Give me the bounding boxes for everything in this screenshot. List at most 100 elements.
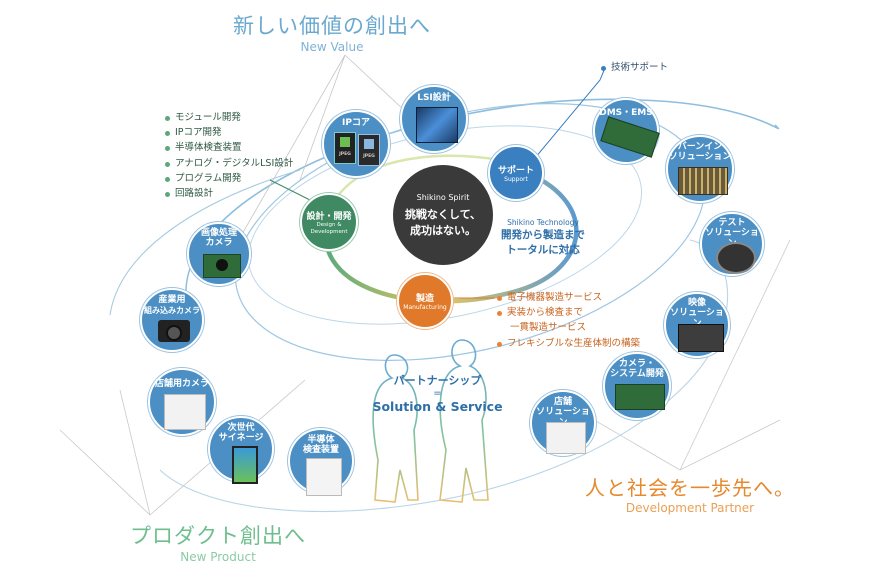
manufacturing-item: フレキシブルな生産体制の構築 (496, 336, 640, 351)
test-label-1: テスト (718, 218, 746, 228)
partner-heading: 人と社会を一歩先へ。 Development Partner (580, 472, 800, 515)
industrial-camera-icon (158, 320, 190, 342)
design-node-title: 設計・開発 (306, 211, 352, 222)
outer-orbit-lower (159, 239, 729, 512)
design-pointer-line (269, 179, 311, 201)
core-ring-back (328, 154, 501, 211)
image-camera-node: 画像処理 カメラ (187, 222, 251, 286)
store-camera-label: 店舗用カメラ (154, 379, 209, 389)
store-camera-node: 店舗用カメラ (148, 368, 216, 436)
design-node-subtitle: Design & Development (310, 221, 348, 235)
support-item-list: 技術サポート (600, 60, 668, 75)
new-value-subtitle: New Value (300, 40, 364, 54)
center-spirit-circle: Shikino Spirit 挑戦なくして、 成功はない。 (393, 165, 493, 265)
new-product-title: プロダクト創出へ (130, 524, 306, 548)
ipcore-chip-icon: JPEG (334, 132, 356, 164)
support-item: 技術サポート (600, 60, 668, 75)
camera-system-label-2: システム開発 (610, 369, 664, 379)
industrial-camera-label-2: 組み込みカメラ (144, 306, 200, 315)
manufacturing-node-title: 製造 (415, 294, 434, 304)
lsi-node: LSI設計 (400, 85, 468, 153)
signage-label-1: 次世代 (227, 423, 255, 433)
support-node-subtitle: Support (504, 176, 528, 183)
signage-node: 次世代 サイネージ (208, 416, 274, 484)
industrial-camera-label-1: 産業用 (158, 295, 186, 305)
technology-line-2: トータルに対応 (506, 244, 580, 256)
design-item: モジュール開発 (164, 110, 293, 125)
technology-text: Shikino Technology 開発から製造まで トータルに対応 (493, 218, 593, 257)
pcb-board-icon (600, 116, 660, 158)
new-product-heading: プロダクト創出へ New Product (118, 520, 318, 564)
ipcore-node: IPコア JPEG JPEG (322, 110, 390, 178)
manufacturing-node: 製造 Manufacturing (397, 273, 453, 329)
signage-label-2: サイネージ (218, 433, 264, 443)
store-solution-box-icon (546, 422, 586, 454)
lsi-wafer-icon (416, 107, 458, 143)
technology-line-1: 開発から製造まで (501, 229, 585, 241)
image-camera-label-1: 画像処理 (200, 228, 237, 238)
manufacturing-item: 一貫製造サービス (496, 320, 640, 335)
manufacturing-item: 電子機器製造サービス (496, 290, 640, 305)
ipcore-label: IPコア (342, 118, 370, 128)
image-camera-label-2: カメラ (205, 238, 233, 248)
design-item: 回路設計 (164, 186, 293, 201)
manufacturing-item-cont: 一貫製造サービス (510, 322, 587, 334)
chip-label-jpeg-2: JPEG (363, 154, 375, 159)
center-line-1: 挑戦なくして、 (404, 207, 482, 221)
manufacturing-item: 実装から検査まで (496, 305, 640, 320)
burnin-node: バーンイン ソリューション (666, 135, 734, 203)
camera-board-icon (203, 254, 241, 278)
design-item: アナログ・デジタルLSI設計 (164, 156, 293, 171)
partner-subtitle: Development Partner (625, 501, 755, 515)
test-socket-icon (716, 242, 756, 274)
design-item-list: モジュール開発 IPコア開発 半導体検査装置 アナログ・デジタルLSI設計 プロ… (164, 110, 293, 201)
test-node: テスト ソリューション (700, 212, 764, 276)
industrial-camera-node: 産業用 組み込みカメラ (140, 288, 204, 352)
camera-system-label-1: カメラ・ (618, 359, 655, 369)
center-brand: Shikino Spirit (416, 192, 470, 202)
signage-screen-icon (232, 446, 258, 484)
partnership-label: パートナーシップ = Solution & Service (345, 372, 530, 414)
store-camera-box-icon (164, 394, 206, 430)
partnership-figures (372, 339, 489, 503)
video-board-icon (678, 324, 724, 352)
chip-label-jpeg: JPEG (339, 152, 351, 157)
dms-ems-label: DMS・EMS (599, 108, 653, 118)
camera-system-node: カメラ・ システム開発 (603, 352, 671, 420)
store-solution-label-1: 店舗 (553, 397, 572, 407)
manufacturing-node-subtitle: Manufacturing (403, 304, 447, 311)
video-label-1: 映像 (687, 298, 706, 308)
video-node: 映像 ソリューション (664, 292, 730, 358)
partnership-jp: パートナーシップ (393, 374, 482, 387)
design-item: プログラム開発 (164, 171, 293, 186)
semi-inspection-node: 半導体 検査装置 (288, 428, 354, 496)
new-value-heading: 新しい価値の創出へ New Value (232, 10, 432, 54)
support-pointer-line (524, 67, 606, 171)
semi-inspection-label-2: 検査装置 (302, 445, 339, 455)
design-item: IPコア開発 (164, 125, 293, 140)
technology-label: Shikino Technology (507, 218, 579, 227)
new-value-title: 新しい価値の創出へ (233, 14, 431, 38)
core-ring (323, 167, 579, 304)
manufacturing-item-list: 電子機器製造サービス 実装から検査まで 一貫製造サービス フレキシブルな生産体制… (496, 290, 640, 351)
burnin-board-icon (678, 167, 728, 195)
support-node-title: サポート (497, 166, 534, 176)
design-node: 設計・開発 Design & Development (300, 193, 358, 251)
store-solution-node: 店舗 ソリューション (530, 390, 596, 456)
design-item: 半導体検査装置 (164, 140, 293, 155)
semi-inspection-label-1: 半導体 (307, 435, 335, 445)
lsi-label: LSI設計 (417, 93, 451, 103)
ipcore-chip-icon-2: JPEG (358, 134, 380, 166)
burnin-label-2: ソリューション (668, 152, 732, 162)
center-line-2: 成功はない。 (410, 223, 476, 237)
inspection-machine-icon (306, 458, 342, 496)
partnership-eq: = (433, 388, 442, 399)
partnership-en: Solution & Service (372, 399, 503, 414)
partner-title: 人と社会を一歩先へ。 (585, 476, 795, 500)
dms-ems-node: DMS・EMS (593, 98, 660, 164)
new-product-subtitle: New Product (180, 550, 256, 564)
left-orbit (109, 169, 301, 316)
partner-lines (559, 239, 791, 471)
camera-system-board-icon (615, 384, 665, 410)
burnin-label-1: バーンイン (677, 142, 723, 152)
